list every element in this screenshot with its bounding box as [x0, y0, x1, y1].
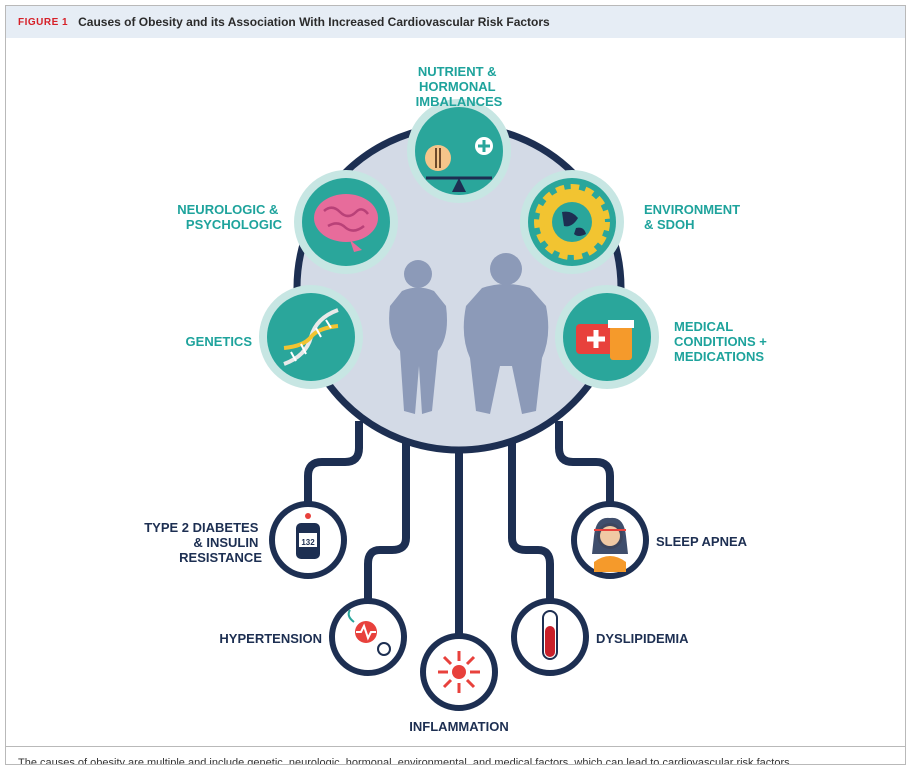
label-inflammation: INFLAMMATION: [409, 719, 508, 734]
connector-sleep-apnea: [555, 421, 614, 511]
cpap-mask-icon: [594, 556, 626, 572]
label-dyslipidemia: DYSLIPIDEMIA: [596, 631, 689, 646]
figure-title: Causes of Obesity and its Association Wi…: [78, 15, 550, 29]
connector-lines: [304, 421, 614, 642]
man-body: [463, 284, 549, 414]
node-nutrient: [407, 99, 511, 203]
node-neurologic: [294, 170, 398, 274]
obesity-diagram: 132 NUTRIENT &: [144, 64, 770, 734]
glucometer-reading: 132: [301, 538, 315, 547]
label-medical: MEDICAL CONDITIONS + MEDICATIONS: [674, 319, 770, 364]
woman-head: [404, 260, 432, 288]
brain-icon: [314, 194, 378, 242]
label-neurologic: NEUROLOGIC & PSYCHOLOGIC: [177, 202, 282, 232]
label-hypertension: HYPERTENSION: [219, 631, 322, 646]
figure-caption: The causes of obesity are multiple and i…: [18, 757, 793, 765]
people-silhouettes: [389, 253, 549, 414]
plate-icon: [425, 145, 451, 171]
pill-bottle-icon: [610, 326, 632, 360]
figure-label: FIGURE 1: [18, 16, 69, 28]
node-genetics: [259, 285, 363, 389]
figure-header: FIGURE 1 Causes of Obesity and its Assoc…: [6, 6, 905, 38]
node-sleep-apnea: [571, 501, 649, 579]
connector-diabetes: [304, 421, 363, 511]
node-inflammation: [420, 633, 498, 711]
man-head: [490, 253, 522, 285]
node-medical: [555, 285, 659, 389]
node-hypertension: [329, 598, 407, 676]
label-diabetes: TYPE 2 DIABETES & INSULIN RESISTANCE: [144, 520, 262, 565]
gauge-icon: [377, 642, 391, 656]
connector-dyslipidemia: [508, 441, 554, 608]
node-dyslipidemia: [511, 598, 589, 676]
label-genetics: GENETICS: [186, 334, 253, 349]
label-sleep-apnea: SLEEP APNEA: [656, 534, 748, 549]
node-environment: [520, 170, 624, 274]
woman-body: [389, 287, 447, 414]
figure-frame: FIGURE 1 Causes of Obesity and its Assoc…: [5, 5, 906, 765]
node-diabetes: [269, 501, 347, 579]
label-nutrient: NUTRIENT & HORMONAL IMBALANCES: [416, 64, 503, 109]
label-environment: ENVIRONMENT & SDOH: [644, 202, 744, 232]
caption-divider: [6, 746, 905, 747]
inflammation-icon: [452, 665, 466, 679]
connector-hypertension: [364, 441, 410, 608]
